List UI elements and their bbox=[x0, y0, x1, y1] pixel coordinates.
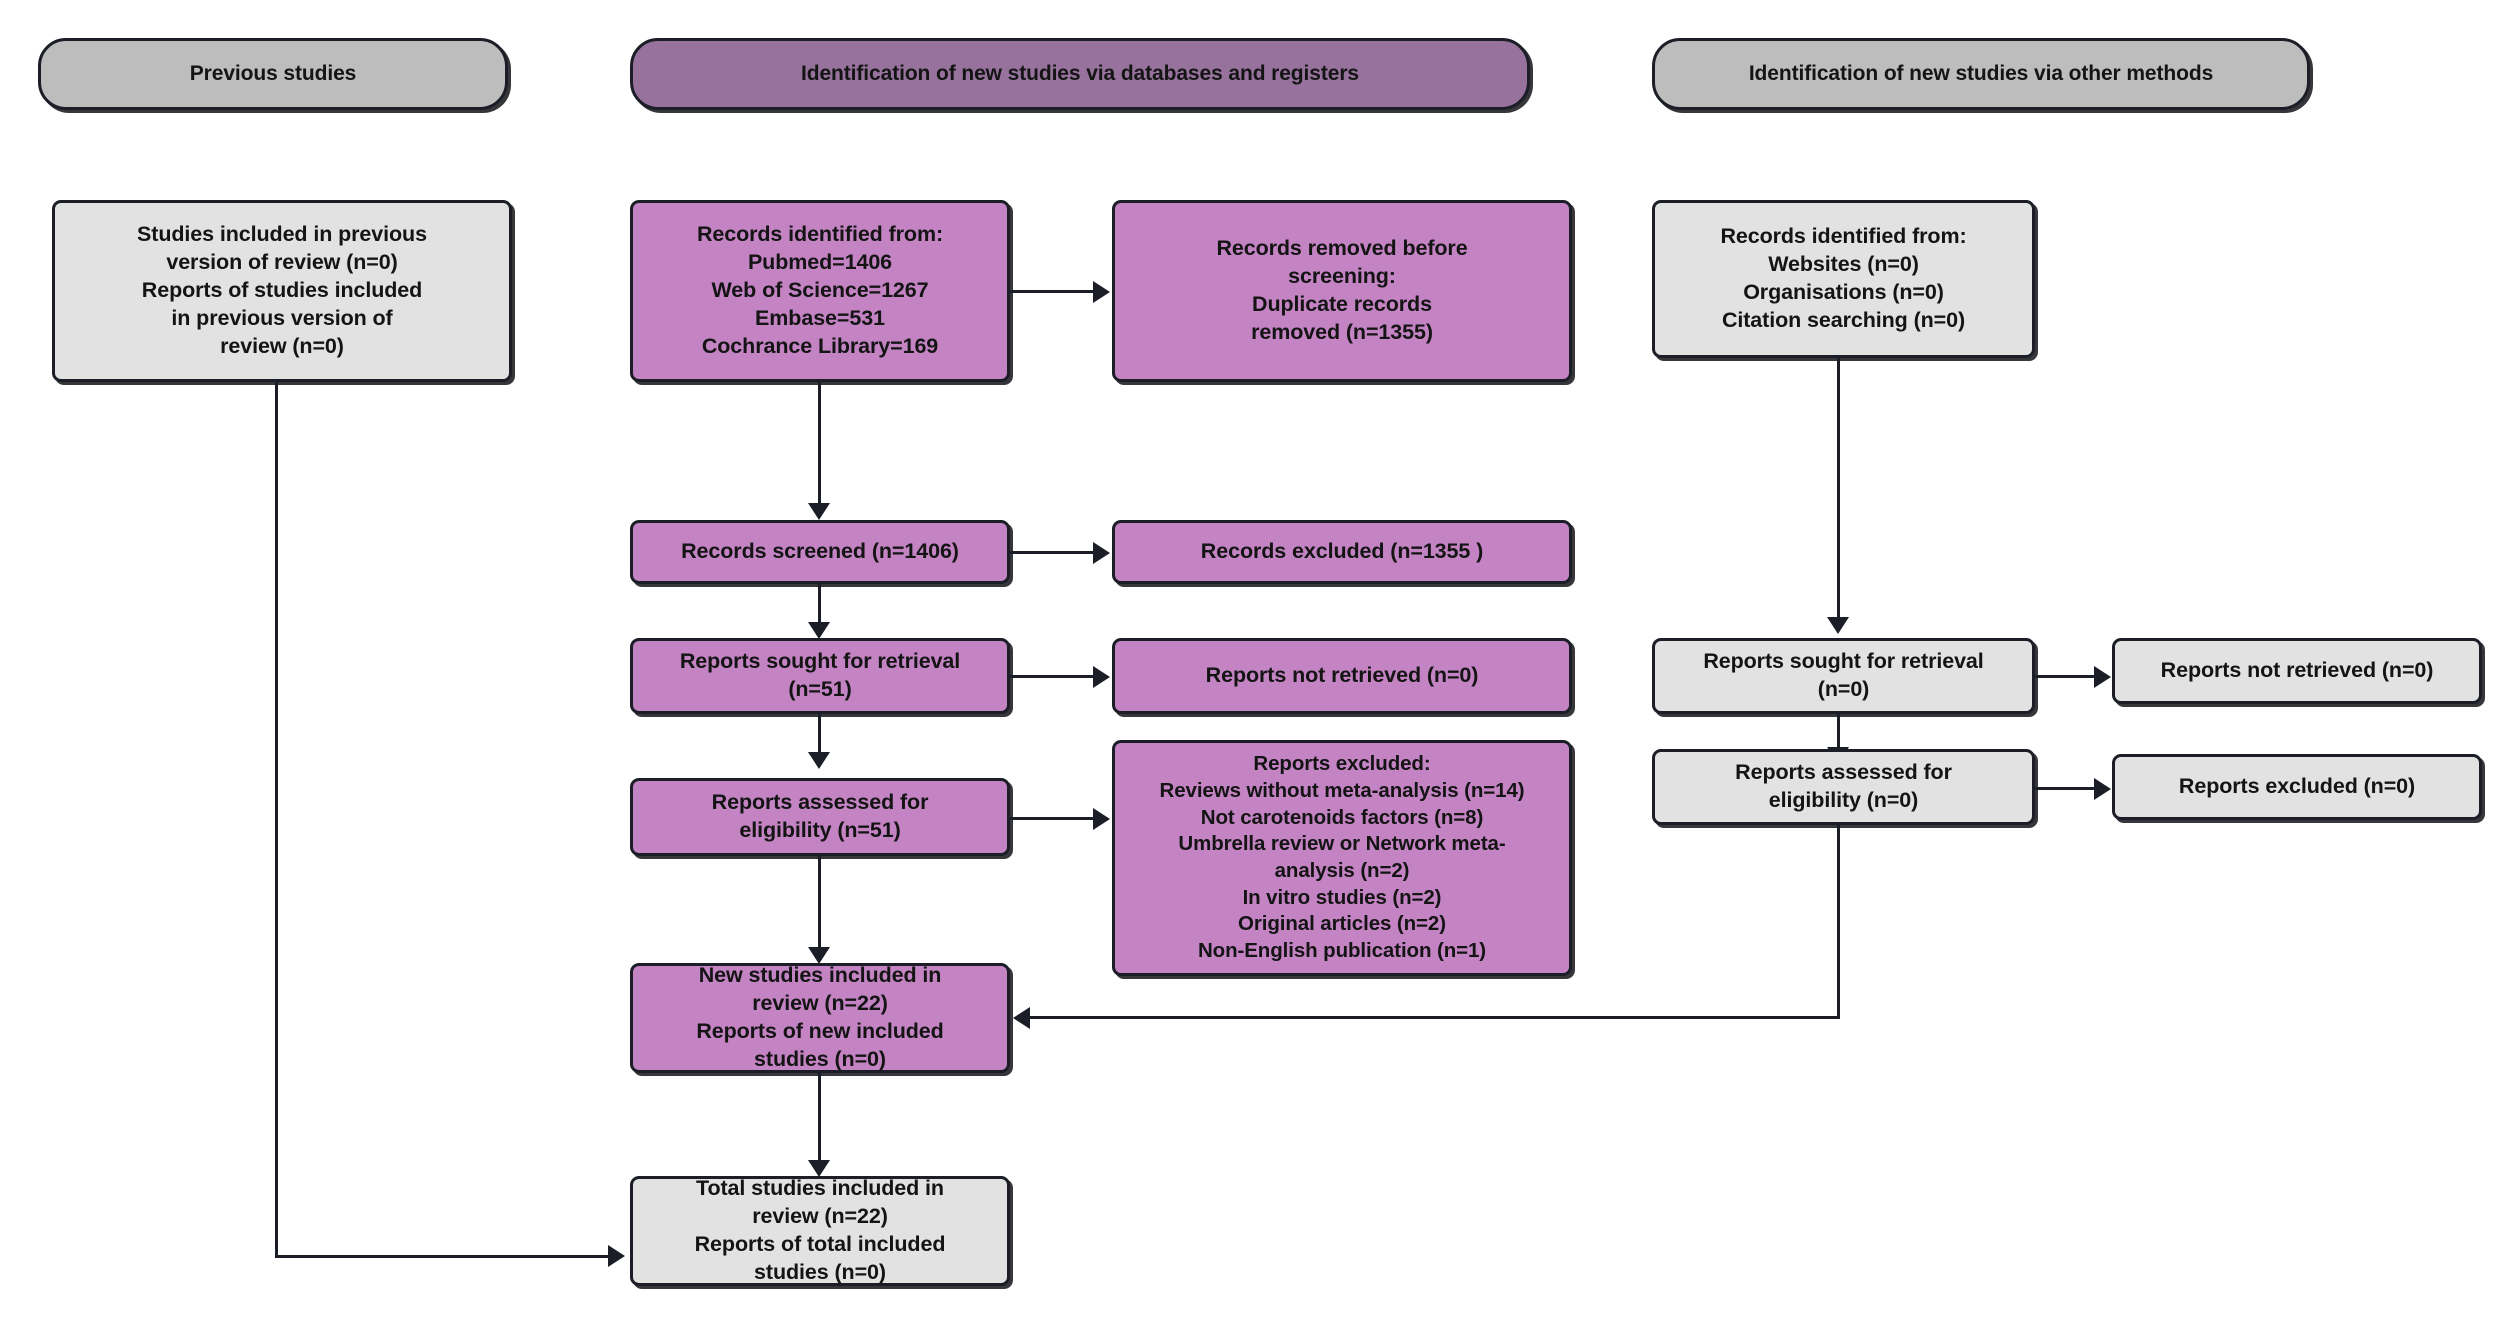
connector-other-sought-to-assessed bbox=[1837, 714, 1840, 752]
connector-other-assessed-to-excluded bbox=[2035, 787, 2097, 790]
connector-previous-to-total-vertical bbox=[275, 382, 278, 1258]
box-studies-included-previous-version-text: Studies included in previous version of … bbox=[137, 222, 427, 358]
box-records-screened-text: Records screened (n=1406) bbox=[681, 539, 959, 564]
arrowhead-sought-to-assessed bbox=[808, 752, 830, 769]
box-reports-sought-retrieval-text: Reports sought for retrieval (n=51) bbox=[679, 649, 961, 701]
arrowhead-assessed-to-reports-excluded bbox=[1093, 808, 1110, 830]
box-reports-not-retrieved: Reports not retrieved (n=0) bbox=[1112, 638, 1572, 714]
connector-sought-to-assessed bbox=[818, 714, 821, 758]
arrowhead-identified-to-screened bbox=[808, 503, 830, 520]
arrowhead-screened-to-sought bbox=[808, 622, 830, 639]
box-total-studies-included: Total studies included in review (n=22) … bbox=[630, 1176, 1010, 1286]
box-other-reports-assessed-eligibility: Reports assessed for eligibility (n=0) bbox=[1652, 749, 2035, 825]
box-records-screened: Records screened (n=1406) bbox=[630, 520, 1010, 584]
connector-other-assessed-to-new-included-horizontal bbox=[1030, 1016, 1840, 1019]
arrowhead-new-included-to-total bbox=[808, 1160, 830, 1177]
header-identification-other-methods: Identification of new studies via other … bbox=[1652, 38, 2310, 110]
connector-identified-to-screened bbox=[818, 382, 821, 508]
connector-sought-to-not-retrieved bbox=[1010, 675, 1095, 678]
box-total-studies-included-text: Total studies included in review (n=22) … bbox=[694, 1176, 946, 1284]
header-identification-databases-label: Identification of new studies via databa… bbox=[801, 62, 1359, 86]
box-reports-excluded-detail: Reports excluded: Reviews without meta-a… bbox=[1112, 740, 1572, 976]
connector-other-assessed-to-new-included-vertical bbox=[1837, 825, 1840, 1018]
header-previous-studies-label: Previous studies bbox=[189, 62, 357, 86]
arrowhead-other-assessed-to-excluded bbox=[2094, 778, 2111, 800]
header-previous-studies: Previous studies bbox=[38, 38, 508, 110]
box-records-removed-before-screening-text: Records removed before screening: Duplic… bbox=[1216, 236, 1468, 344]
box-records-identified-databases: Records identified from: Pubmed=1406 Web… bbox=[630, 200, 1010, 382]
box-other-reports-excluded: Reports excluded (n=0) bbox=[2112, 754, 2482, 820]
arrowhead-other-identified-to-sought bbox=[1827, 617, 1849, 634]
arrowhead-screened-to-excluded bbox=[1093, 542, 1110, 564]
box-records-excluded: Records excluded (n=1355 ) bbox=[1112, 520, 1572, 584]
connector-other-identified-to-sought bbox=[1837, 358, 1840, 622]
arrowhead-other-to-new-included bbox=[1013, 1007, 1030, 1029]
box-other-reports-assessed-eligibility-text: Reports assessed for eligibility (n=0) bbox=[1735, 760, 1952, 812]
arrowhead-sought-to-not-retrieved bbox=[1093, 666, 1110, 688]
box-reports-not-retrieved-text: Reports not retrieved (n=0) bbox=[1205, 663, 1479, 688]
box-records-identified-other-text: Records identified from: Websites (n=0) … bbox=[1720, 224, 1967, 332]
box-records-identified-databases-text: Records identified from: Pubmed=1406 Web… bbox=[696, 222, 944, 358]
box-records-excluded-text: Records excluded (n=1355 ) bbox=[1200, 539, 1484, 564]
box-new-studies-included: New studies included in review (n=22) Re… bbox=[630, 963, 1010, 1073]
box-new-studies-included-text: New studies included in review (n=22) Re… bbox=[696, 963, 944, 1071]
box-reports-assessed-eligibility: Reports assessed for eligibility (n=51) bbox=[630, 778, 1010, 856]
connector-assessed-to-reports-excluded bbox=[1010, 817, 1095, 820]
box-records-removed-before-screening: Records removed before screening: Duplic… bbox=[1112, 200, 1572, 382]
box-other-reports-not-retrieved-text: Reports not retrieved (n=0) bbox=[2160, 658, 2434, 683]
connector-other-sought-to-not-retrieved bbox=[2035, 675, 2097, 678]
box-other-reports-excluded-text: Reports excluded (n=0) bbox=[2178, 774, 2416, 799]
arrowhead-identified-to-removed bbox=[1093, 281, 1110, 303]
connector-previous-to-total-horizontal bbox=[275, 1255, 610, 1258]
arrowhead-previous-to-total bbox=[608, 1245, 625, 1267]
header-identification-other-methods-label: Identification of new studies via other … bbox=[1748, 62, 2214, 86]
box-other-reports-sought-retrieval-text: Reports sought for retrieval (n=0) bbox=[1703, 649, 1984, 701]
box-records-identified-other: Records identified from: Websites (n=0) … bbox=[1652, 200, 2035, 358]
connector-identified-to-removed bbox=[1010, 290, 1095, 293]
arrowhead-other-sought-to-not-retrieved bbox=[2094, 666, 2111, 688]
box-reports-sought-retrieval: Reports sought for retrieval (n=51) bbox=[630, 638, 1010, 714]
box-reports-assessed-eligibility-text: Reports assessed for eligibility (n=51) bbox=[711, 790, 929, 842]
connector-screened-to-excluded bbox=[1010, 551, 1095, 554]
box-studies-included-previous-version: Studies included in previous version of … bbox=[52, 200, 512, 382]
connector-screened-to-sought bbox=[818, 584, 821, 628]
box-other-reports-not-retrieved: Reports not retrieved (n=0) bbox=[2112, 638, 2482, 704]
header-identification-databases: Identification of new studies via databa… bbox=[630, 38, 1530, 110]
connector-assessed-to-new-included bbox=[818, 856, 821, 952]
box-other-reports-sought-retrieval: Reports sought for retrieval (n=0) bbox=[1652, 638, 2035, 714]
box-reports-excluded-detail-text: Reports excluded: Reviews without meta-a… bbox=[1159, 752, 1525, 962]
connector-new-included-to-total bbox=[818, 1073, 821, 1165]
arrowhead-assessed-to-new-included bbox=[808, 947, 830, 964]
